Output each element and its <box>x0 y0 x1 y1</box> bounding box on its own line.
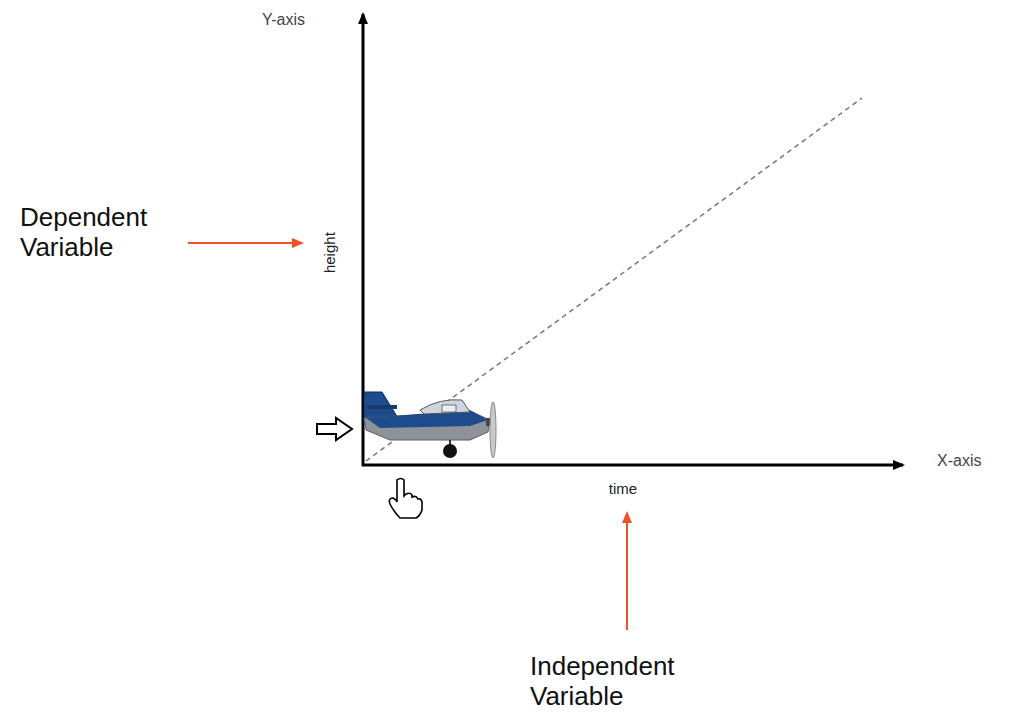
leader-arrow <box>188 242 302 244</box>
variable-caption: Dependent Variable <box>20 203 200 263</box>
x-axis-line <box>362 464 903 467</box>
trend-line <box>366 98 862 461</box>
variable-caption: Independent Variable <box>530 652 730 712</box>
pointer-arrow <box>317 418 352 440</box>
axis-quantity: height <box>320 233 337 274</box>
airplane-icon <box>364 392 496 458</box>
axis-name: Y-axis <box>262 11 305 29</box>
hand-cursor <box>389 479 422 519</box>
leader-arrow <box>626 513 628 630</box>
axis-quantity: time <box>609 480 637 497</box>
axis-name: X-axis <box>937 452 981 470</box>
